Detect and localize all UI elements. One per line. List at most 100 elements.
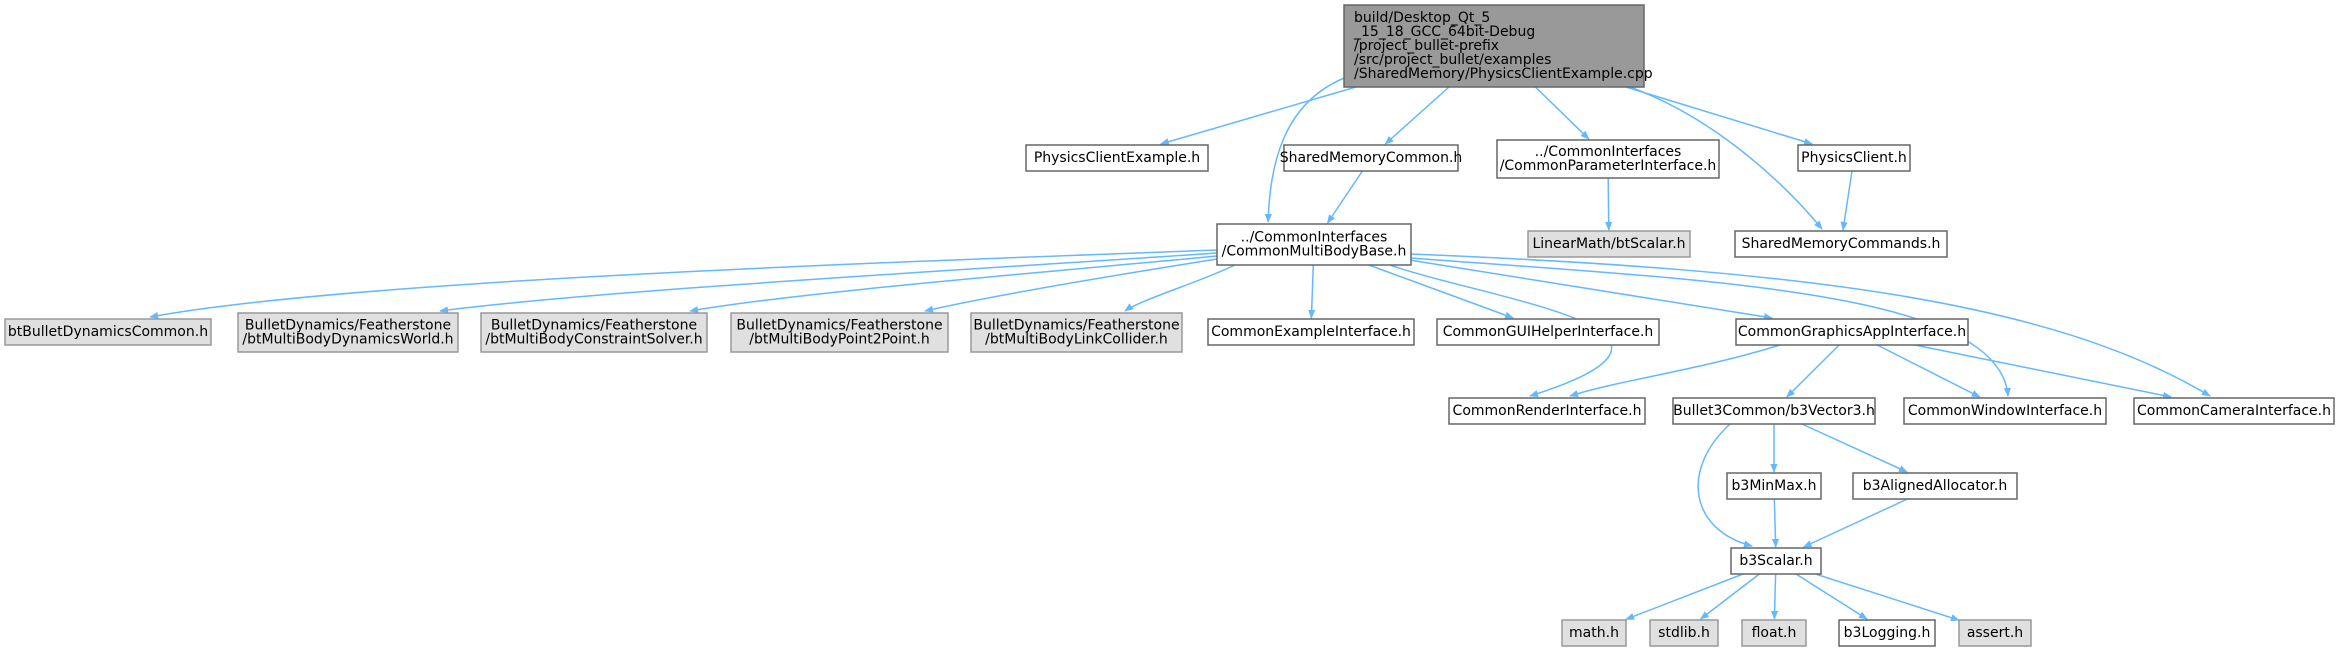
edge-b3scalar_h-to-assert_h xyxy=(1815,573,1960,622)
edge-commonmultibodybase_h-to-commonguihelperinterface_h xyxy=(1368,264,1515,319)
node-box xyxy=(1561,619,1627,647)
node-stdlib-h: stdlib.h xyxy=(1649,619,1719,647)
node-label-line: CommonGUIHelperInterface.h xyxy=(1443,324,1654,340)
edge-line xyxy=(1840,170,1853,231)
node-label-line: /btMultiBodyLinkCollider.h xyxy=(985,332,1168,348)
edge-line xyxy=(1699,573,1760,620)
node-box xyxy=(1496,139,1720,179)
edge-commonparameterinterface_h-to-btscalar_h xyxy=(1605,177,1613,231)
edge-b3scalar_h-to-math_h xyxy=(1625,573,1744,620)
edge-line xyxy=(1786,344,1840,398)
node-box xyxy=(1726,472,1822,500)
node-box xyxy=(1025,144,1209,172)
node-box xyxy=(730,312,949,353)
node-box xyxy=(1958,619,2032,647)
node-box xyxy=(1448,397,1646,425)
node-box xyxy=(1838,619,1936,647)
node-label-line: BulletDynamics/Featherstone xyxy=(491,318,697,334)
node-label-line: b3MinMax.h xyxy=(1732,478,1817,494)
node-commongraphicsappinterface-h[interactable]: CommonGraphicsAppInterface.h xyxy=(1735,318,1969,346)
node-sharedmemorycommon-h[interactable]: SharedMemoryCommon.h xyxy=(1280,144,1463,172)
node-b3scalar-h[interactable]: b3Scalar.h xyxy=(1730,547,1822,575)
node-box xyxy=(1207,318,1415,346)
node-label-line: Bullet3Common/b3Vector3.h xyxy=(1673,403,1875,419)
edge-line xyxy=(1384,86,1450,145)
node-btbulletdynamicscommon-h: btBulletDynamicsCommon.h xyxy=(4,318,212,346)
edge-line xyxy=(1802,498,1908,548)
node-label-line: /SharedMemory/PhysicsClientExample.cpp xyxy=(1354,66,1653,82)
edge-line xyxy=(1795,573,1868,620)
node-box xyxy=(970,312,1183,353)
edge-line xyxy=(1410,257,2011,397)
node-label-line: b3AlignedAllocator.h xyxy=(1863,478,2007,494)
edge-sharedmemorycommon_h-to-commonmultibodybase_h xyxy=(1326,170,1364,224)
node-box xyxy=(1903,397,2107,425)
node-label-line: ../CommonInterfaces xyxy=(1535,144,1682,160)
edge-b3scalar_h-to-stdlib_h xyxy=(1699,573,1760,620)
node-label-line: stdlib.h xyxy=(1658,625,1710,641)
edge-root-to-sharedmemorycommands_h xyxy=(1629,86,1823,230)
node-label-line: btBulletDynamicsCommon.h xyxy=(8,324,208,340)
node-label-line: b3Logging.h xyxy=(1844,625,1931,641)
node-commonwindowinterface-h[interactable]: CommonWindowInterface.h xyxy=(1903,397,2107,425)
node-box xyxy=(1672,397,1876,425)
edge-line xyxy=(1625,86,1814,146)
node-commonguihelperinterface-h[interactable]: CommonGUIHelperInterface.h xyxy=(1436,318,1660,346)
node-box xyxy=(1283,144,1459,172)
node-box xyxy=(4,318,212,346)
node-btmultibodyconstraintsolver-h: BulletDynamics/Featherstone/btMultiBodyC… xyxy=(480,312,708,353)
node-math-h: math.h xyxy=(1561,619,1627,647)
edge-line xyxy=(1815,573,1960,622)
edge-line xyxy=(924,258,1218,313)
edge-line xyxy=(1625,573,1744,620)
node-label-line: /btMultiBodyConstraintSolver.h xyxy=(485,332,702,348)
node-btscalar-h: LinearMath/btScalar.h xyxy=(1527,230,1691,258)
node-root[interactable]: build/Desktop_Qt_5_15_18_GCC_64bit-Debug… xyxy=(1343,4,1653,88)
node-commonmultibodybase-h[interactable]: ../CommonInterfaces/CommonMultiBodyBase.… xyxy=(1216,223,1412,266)
edge-b3minmax_h-to-b3scalar_h xyxy=(1771,498,1780,548)
edge-line xyxy=(1368,264,1515,319)
node-box xyxy=(2133,397,2335,425)
node-box xyxy=(1527,230,1691,258)
edge-root-to-sharedmemorycommon_h xyxy=(1384,86,1450,145)
node-physicsclient-h[interactable]: PhysicsClient.h xyxy=(1797,144,1911,172)
node-commoncamerainterface-h[interactable]: CommonCameraInterface.h xyxy=(2133,397,2335,425)
node-commonrenderinterface-h[interactable]: CommonRenderInterface.h xyxy=(1448,397,1646,425)
edge-commonmultibodybase_h-to-btmultibodyconstraintsolver_h xyxy=(689,255,1218,314)
edge-line xyxy=(1629,86,1823,230)
edge-line xyxy=(1534,86,1590,140)
node-b3alignedallocator-h[interactable]: b3AlignedAllocator.h xyxy=(1852,472,2018,500)
edge-line xyxy=(1876,344,1981,398)
node-sharedmemorycommands-h[interactable]: SharedMemoryCommands.h xyxy=(1734,230,1948,258)
node-b3minmax-h[interactable]: b3MinMax.h xyxy=(1726,472,1822,500)
edge-commongraphicsappinterface_h-to-commonwindowinterface_h xyxy=(1876,344,1981,398)
node-label-line: assert.h xyxy=(1967,625,2023,641)
edge-line xyxy=(1264,74,1353,223)
node-label-line: SharedMemoryCommands.h xyxy=(1742,236,1941,252)
node-b3logging-h[interactable]: b3Logging.h xyxy=(1838,619,1936,647)
node-label-line: /project_bullet-prefix xyxy=(1354,38,1499,54)
edge-commonmultibodybase_h-to-commoncamerainterface_h xyxy=(1410,253,2211,397)
node-commonexampleinterface-h[interactable]: CommonExampleInterface.h xyxy=(1207,318,1415,346)
node-box xyxy=(1649,619,1719,647)
edge-b3vector3_h-to-b3scalar_h xyxy=(1697,423,1753,548)
nodes-layer: build/Desktop_Qt_5_15_18_GCC_64bit-Debug… xyxy=(4,4,2335,647)
node-commonparameterinterface-h[interactable]: ../CommonInterfaces/CommonParameterInter… xyxy=(1496,139,1720,179)
edge-line xyxy=(149,249,1218,320)
node-physicsclientexample-h[interactable]: PhysicsClientExample.h xyxy=(1025,144,1209,172)
edge-line xyxy=(1771,498,1780,548)
edge-commonmultibodybase_h-to-btmultibodypoint2point_h xyxy=(924,258,1218,313)
edge-commongraphicsappinterface_h-to-b3vector3_h xyxy=(1786,344,1840,398)
node-label-line: float.h xyxy=(1752,625,1797,641)
node-box xyxy=(1735,318,1969,346)
edge-line xyxy=(1569,344,1781,397)
node-label-line: CommonCameraInterface.h xyxy=(2137,403,2331,419)
node-box xyxy=(1852,472,2018,500)
edge-b3scalar_h-to-b3logging_h xyxy=(1795,573,1868,620)
node-label-line: PhysicsClient.h xyxy=(1801,150,1907,166)
node-label-line: /btMultiBodyPoint2Point.h xyxy=(749,332,929,348)
node-label-line: BulletDynamics/Featherstone xyxy=(973,318,1179,334)
node-b3vector3-h[interactable]: Bullet3Common/b3Vector3.h xyxy=(1672,397,1876,425)
edge-line xyxy=(1605,177,1613,231)
